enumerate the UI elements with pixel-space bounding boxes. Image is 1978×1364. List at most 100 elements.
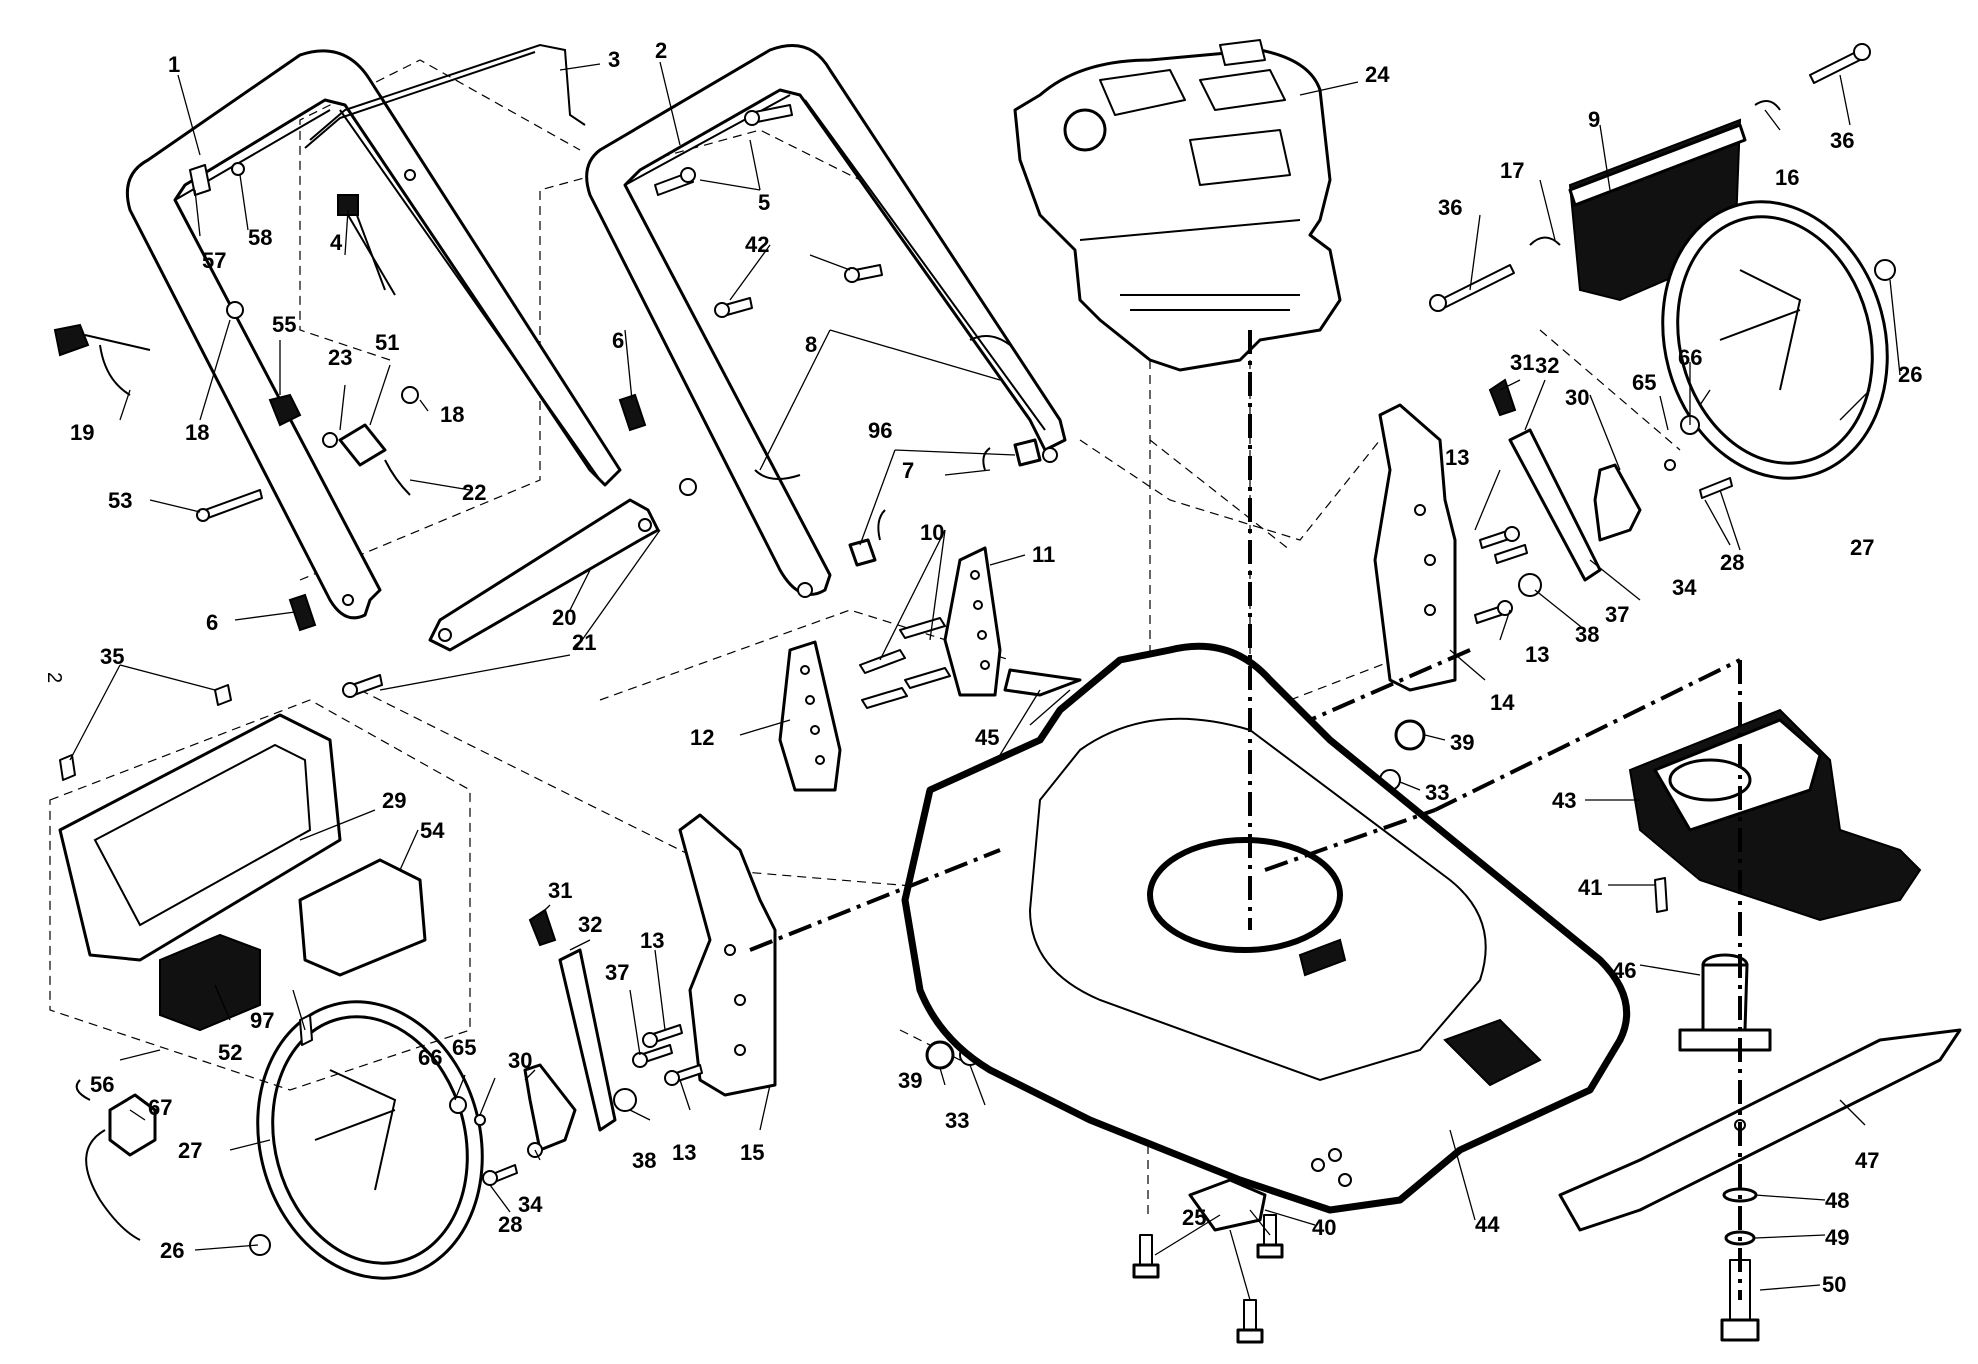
engine-24 xyxy=(1013,39,1342,372)
label-13-front-bottom: 13 xyxy=(672,1140,696,1165)
label-14: 14 xyxy=(1490,690,1515,715)
upper-handle-left xyxy=(125,49,622,620)
label-10: 10 xyxy=(920,520,944,545)
label-11: 11 xyxy=(1032,542,1055,567)
label-27-right: 27 xyxy=(1850,535,1874,560)
label-26-left: 26 xyxy=(160,1238,184,1263)
label-32-right: 32 xyxy=(1535,353,1559,378)
label-66-right: 66 xyxy=(1678,345,1702,370)
label-37-left: 37 xyxy=(605,960,629,985)
mount-axis-lines xyxy=(749,330,1742,1300)
wing-knob-19 xyxy=(53,323,151,396)
small-brackets xyxy=(189,164,211,196)
label-28-right: 28 xyxy=(1720,550,1744,575)
label-39-left: 39 xyxy=(898,1068,922,1093)
label-13-rear-bottom: 13 xyxy=(1525,642,1549,667)
rear-bracket-14 xyxy=(1373,403,1457,692)
label-66-left: 66 xyxy=(418,1045,442,1070)
label-13-front-top: 13 xyxy=(640,928,664,953)
label-97: 97 xyxy=(250,1008,274,1033)
label-25: 25 xyxy=(1182,1205,1206,1230)
label-51: 51 xyxy=(375,330,399,355)
adapter-and-bolt xyxy=(1654,877,1772,1052)
label-30-left: 30 xyxy=(508,1048,532,1073)
label-16: 16 xyxy=(1775,165,1799,190)
control-bail xyxy=(304,43,586,149)
label-38-right: 38 xyxy=(1575,622,1599,647)
label-38-left: 38 xyxy=(632,1148,656,1173)
label-45: 45 xyxy=(975,725,999,750)
label-22: 22 xyxy=(462,480,486,505)
label-34-right: 34 xyxy=(1672,575,1697,600)
label-46: 46 xyxy=(1612,958,1636,983)
label-36-right: 36 xyxy=(1830,128,1854,153)
label-21: 21 xyxy=(572,630,596,655)
label-65-right: 65 xyxy=(1632,370,1656,395)
label-52: 52 xyxy=(218,1040,242,1065)
label-42: 42 xyxy=(745,232,769,257)
upper-handle-right xyxy=(585,44,1067,598)
label-20: 20 xyxy=(552,605,576,630)
plate-45 xyxy=(1003,668,1082,697)
label-58: 58 xyxy=(248,225,272,250)
callout-labels: 2 1 2 3 4 5 6 6 7 8 9 10 11 12 13 13 13 … xyxy=(43,38,1922,1297)
label-17: 17 xyxy=(1500,158,1524,183)
rear-rod-and-springs xyxy=(1429,43,1871,312)
discharge-chute-43 xyxy=(1628,708,1922,922)
blade-47 xyxy=(1558,1028,1962,1232)
label-30-right: 30 xyxy=(1565,385,1589,410)
label-31-right: 31 xyxy=(1510,350,1534,375)
label-48: 48 xyxy=(1825,1188,1849,1213)
label-65-left: 65 xyxy=(452,1035,476,1060)
label-56: 56 xyxy=(90,1072,114,1097)
label-37-right: 37 xyxy=(1605,602,1629,627)
label-40: 40 xyxy=(1312,1215,1336,1240)
label-44: 44 xyxy=(1475,1212,1500,1237)
rear-axle-assembly xyxy=(1488,378,1733,582)
battery-kit-56 xyxy=(49,684,471,1091)
label-43: 43 xyxy=(1552,788,1576,813)
front-bolts xyxy=(632,1024,703,1086)
label-32-left: 32 xyxy=(578,912,602,937)
label-8: 8 xyxy=(805,332,817,357)
label-18-left: 18 xyxy=(185,420,209,445)
label-2: 2 xyxy=(655,38,667,63)
label-23: 23 xyxy=(328,345,352,370)
label-31-left: 31 xyxy=(548,878,572,903)
label-13-rear-top: 13 xyxy=(1445,445,1469,470)
label-27-left: 27 xyxy=(178,1138,202,1163)
label-18-right: 18 xyxy=(440,402,464,427)
label-1: 1 xyxy=(168,52,180,77)
label-3: 3 xyxy=(608,47,620,72)
label-7: 7 xyxy=(902,458,914,483)
label-54: 54 xyxy=(420,818,445,843)
label-5: 5 xyxy=(758,190,770,215)
rear-bolts xyxy=(1474,526,1542,624)
label-96: 96 xyxy=(868,418,892,443)
handle-knobs-6 xyxy=(288,393,647,632)
deck-bolts-25-40 xyxy=(1132,1178,1284,1344)
label-19: 19 xyxy=(70,420,94,445)
label-50: 50 xyxy=(1822,1272,1846,1297)
charger-67 xyxy=(75,1079,157,1241)
bolts xyxy=(196,104,883,698)
label-55: 55 xyxy=(272,312,296,337)
clips-96-7 xyxy=(848,438,1042,567)
label-67: 67 xyxy=(148,1095,172,1120)
label-29: 29 xyxy=(382,788,406,813)
label-24: 24 xyxy=(1365,62,1390,87)
label-35: 35 xyxy=(100,644,124,669)
label-4: 4 xyxy=(330,230,343,255)
front-axle-assembly xyxy=(449,908,637,1186)
leader-lines xyxy=(69,61,1901,1301)
label-6-bottom: 6 xyxy=(206,610,218,635)
label-9: 9 xyxy=(1588,107,1600,132)
label-53: 53 xyxy=(108,488,132,513)
label-34-left: 34 xyxy=(518,1192,543,1217)
front-bracket-15 xyxy=(678,813,777,1097)
label-39-right: 39 xyxy=(1450,730,1474,755)
wheels-27 xyxy=(249,200,1896,1280)
label-41: 41 xyxy=(1578,875,1602,900)
label-15: 15 xyxy=(740,1140,764,1165)
